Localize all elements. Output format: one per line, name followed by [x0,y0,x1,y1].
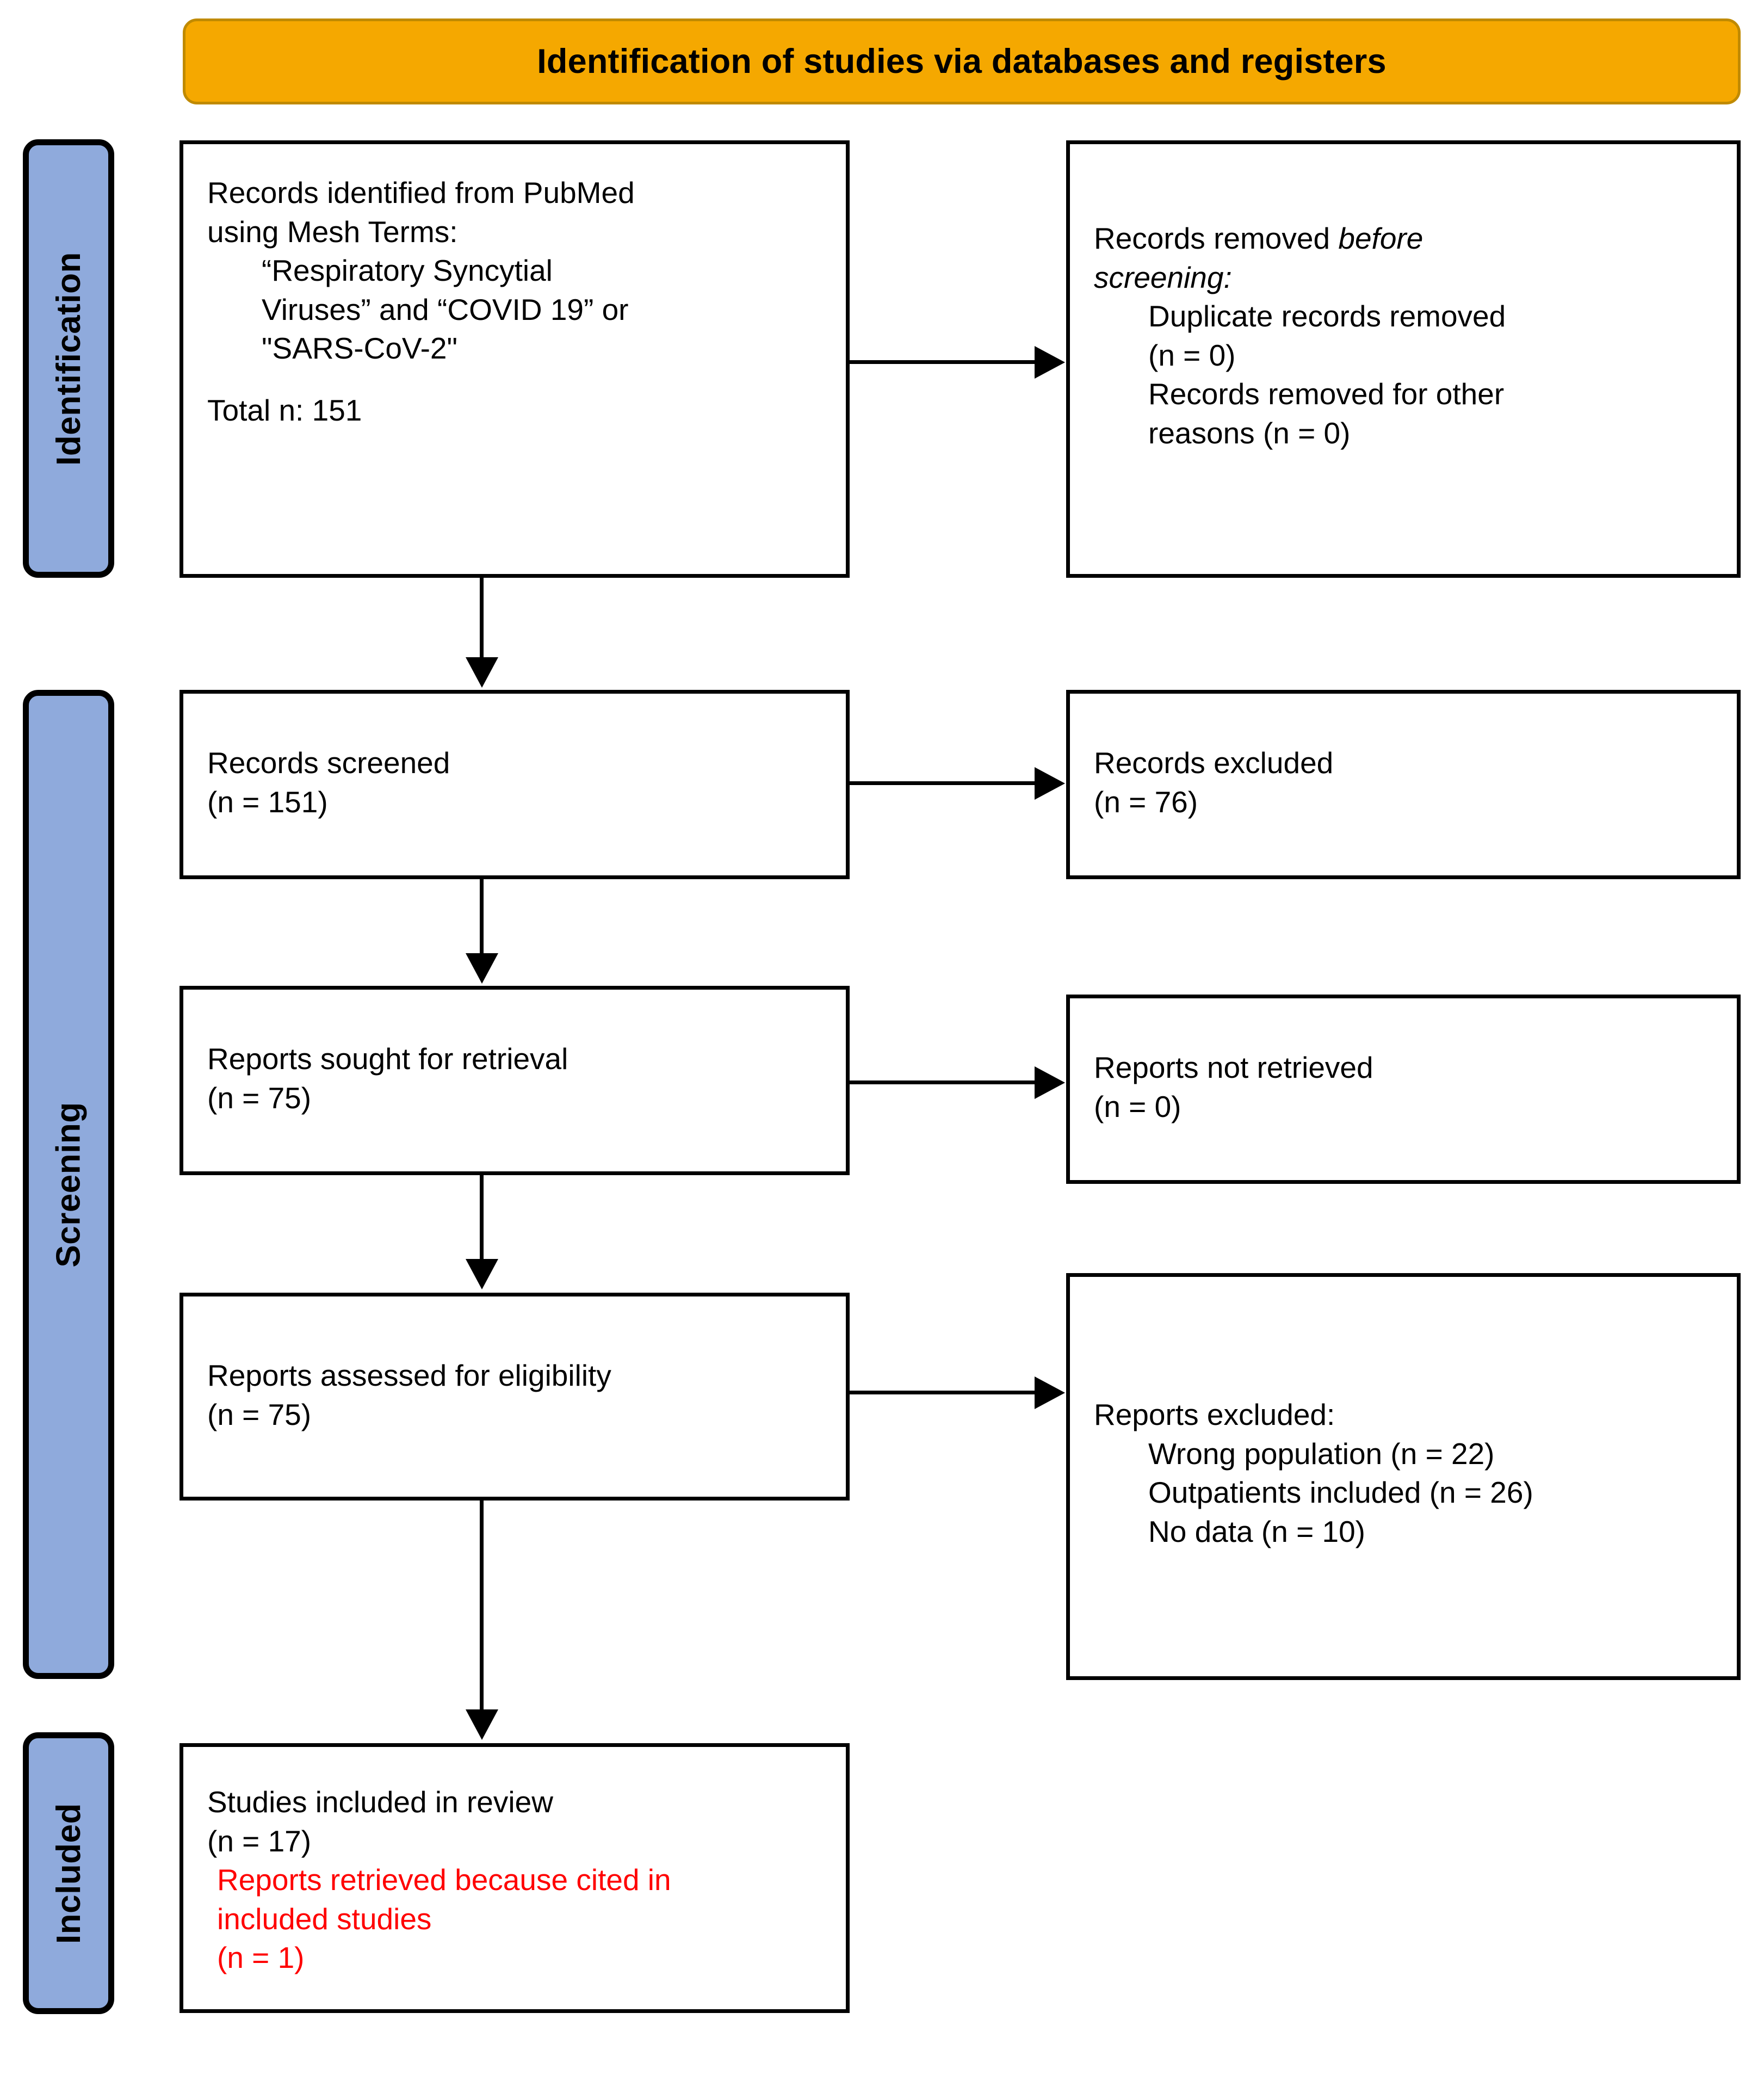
records-removed-other-n: reasons (n = 0) [1148,416,1351,450]
connector-identified-to-screened-line [480,577,484,659]
reports-excluded-no-data: No data (n = 10) [1148,1514,1365,1548]
reports-retrieved-cited-line-2: included studies [217,1901,432,1936]
records-identified-line-1: Records identified from PubMed [207,176,635,209]
reports-not-retrieved-count: (n = 0) [1094,1089,1181,1123]
records-removed-prefix: Records removed [1094,221,1339,255]
box-records-removed-body: Records removed before screening: Duplic… [1094,219,1723,453]
reports-sought-count: (n = 75) [207,1080,312,1115]
connector-sought-to-not-retrieved-line [847,1080,1038,1084]
stage-label-identification: Identification [23,139,114,578]
reports-excluded-outpatients: Outpatients included (n = 26) [1148,1475,1533,1509]
box-reports-not-retrieved: Reports not retrieved (n = 0) [1066,995,1741,1184]
reports-retrieved-cited-line-1: Reports retrieved because cited in [217,1863,671,1897]
records-identified-line-5: "SARS-CoV-2" [262,331,457,365]
reports-not-retrieved-label: Reports not retrieved [1094,1051,1373,1084]
records-removed-italic-before: before [1338,221,1423,255]
box-studies-included-body: Studies included in review (n = 17) Repo… [207,1783,832,1978]
records-screened-count: (n = 151) [207,785,328,819]
records-screened-label: Records screened [207,746,450,780]
connector-screened-to-excluded-line [847,781,1038,785]
reports-excluded-wrong-population: Wrong population (n = 22) [1148,1436,1495,1471]
diagram-header-banner: Identification of studies via databases … [183,18,1741,104]
banner-title: Identification of studies via databases … [537,42,1387,81]
box-reports-assessed-for-eligibility: Reports assessed for eligibility (n = 75… [180,1293,850,1501]
box-reports-not-retrieved-body: Reports not retrieved (n = 0) [1094,1048,1723,1126]
connector-screened-to-sought-arrowhead [466,953,498,984]
box-records-identified-body: Records identified from PubMed using Mes… [207,174,832,430]
box-records-screened-body: Records screened (n = 151) [207,744,832,822]
reports-assessed-count: (n = 75) [207,1397,312,1431]
stage-identification-text: Identification [49,251,88,466]
box-records-excluded-body: Records excluded (n = 76) [1094,744,1723,822]
box-reports-sought-body: Reports sought for retrieval (n = 75) [207,1040,832,1117]
reports-excluded-heading: Reports excluded: [1094,1398,1335,1431]
box-records-identified: Records identified from PubMed using Mes… [180,140,850,578]
records-identified-line-4: Viruses” and “COVID 19” or [262,292,629,326]
box-reports-sought-for-retrieval: Reports sought for retrieval (n = 75) [180,986,850,1175]
records-excluded-label: Records excluded [1094,746,1334,780]
box-studies-included-in-review: Studies included in review (n = 17) Repo… [180,1743,850,2013]
stage-label-screening: Screening [23,690,114,1679]
connector-sought-to-assessed-arrowhead [466,1259,498,1289]
stage-label-included: Included [23,1732,114,2014]
records-removed-line-2: screening: [1094,258,1723,298]
records-removed-colon: : [1223,260,1232,294]
records-excluded-count: (n = 76) [1094,785,1198,819]
records-identified-line-3: “Respiratory Syncytial [262,254,553,287]
spacer [207,368,832,391]
connector-assessed-to-included-arrowhead [466,1709,498,1740]
records-removed-line-1: Records removed before [1094,219,1723,258]
records-removed-duplicate-n: (n = 0) [1148,338,1236,372]
connector-identified-to-removed-arrowhead [1035,346,1065,379]
box-reports-excluded-body: Reports excluded: Wrong population (n = … [1094,1396,1723,1551]
connector-sought-to-assessed-line [480,1174,484,1261]
box-records-screened: Records screened (n = 151) [180,690,850,879]
connector-identified-to-screened-arrowhead [466,657,498,688]
connector-screened-to-excluded-arrowhead [1035,767,1065,800]
records-removed-duplicate: Duplicate records removed [1148,299,1506,333]
reports-sought-label: Reports sought for retrieval [207,1042,568,1076]
box-reports-assessed-body: Reports assessed for eligibility (n = 75… [207,1356,832,1434]
connector-sought-to-not-retrieved-arrowhead [1035,1066,1065,1099]
records-identified-line-2: using Mesh Terms: [207,214,458,249]
reports-retrieved-cited-count: (n = 1) [217,1941,305,1974]
studies-included-count: (n = 17) [207,1824,312,1858]
reports-assessed-label: Reports assessed for eligibility [207,1359,611,1392]
studies-included-label: Studies included in review [207,1785,553,1819]
connector-identified-to-removed-line [847,360,1038,364]
connector-screened-to-sought-line [480,878,484,955]
connector-assessed-to-included-line [480,1499,484,1712]
records-removed-other: Records removed for other [1148,377,1505,411]
connector-assessed-to-reports-excluded-arrowhead [1035,1376,1065,1409]
stage-included-text: Included [49,1802,88,1944]
connector-assessed-to-reports-excluded-line [847,1391,1038,1394]
records-removed-italic-screening: screening [1094,260,1224,294]
box-reports-excluded: Reports excluded: Wrong population (n = … [1066,1273,1741,1680]
stage-screening-text: Screening [49,1101,88,1268]
records-identified-total: Total n: 151 [207,393,362,427]
box-records-removed-before-screening: Records removed before screening: Duplic… [1066,140,1741,578]
box-records-excluded: Records excluded (n = 76) [1066,690,1741,879]
